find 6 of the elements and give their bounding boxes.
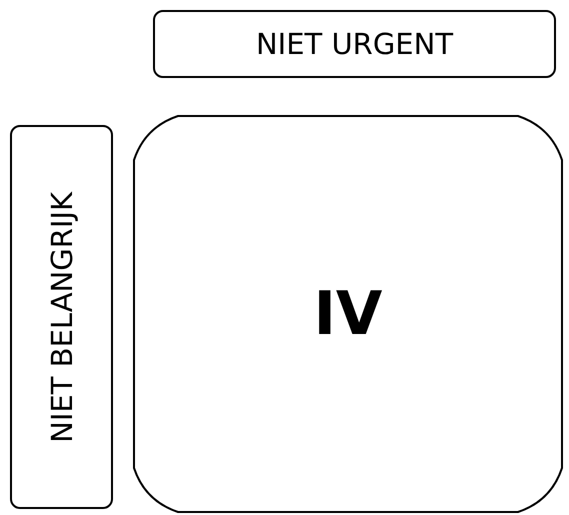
header-box [153, 10, 556, 78]
quadrant-box [133, 115, 563, 513]
axis-label: NIET URGENT [256, 27, 454, 61]
quadrant-number: IV [314, 279, 382, 349]
side-box [10, 125, 113, 509]
axis-label: NIET BELANGRIJK [44, 192, 78, 442]
